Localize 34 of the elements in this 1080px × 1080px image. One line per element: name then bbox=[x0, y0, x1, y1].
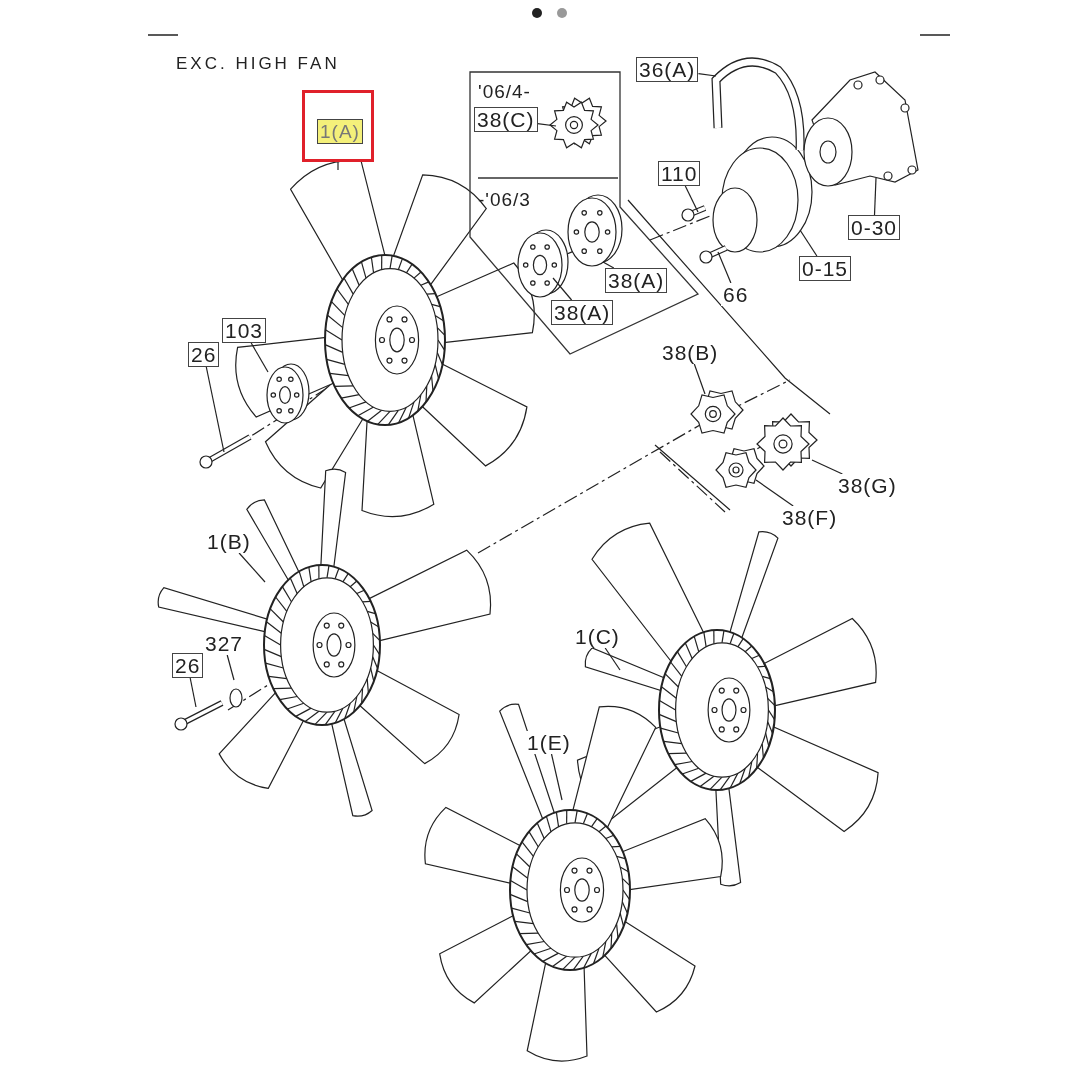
leader-line bbox=[697, 73, 717, 77]
leader-line bbox=[205, 366, 225, 453]
leader-line bbox=[602, 261, 615, 269]
leader-line bbox=[693, 363, 706, 395]
leader-line bbox=[226, 654, 235, 681]
callout-number: 36(A) bbox=[636, 57, 699, 82]
leader-line bbox=[684, 185, 699, 213]
callout-number: 26 bbox=[188, 342, 220, 367]
leader-line bbox=[536, 123, 557, 127]
leader-line bbox=[799, 229, 818, 257]
callout-number: 103 bbox=[222, 318, 267, 343]
callout-number: 1(A) bbox=[317, 119, 363, 144]
callout-number: 110 bbox=[658, 161, 701, 186]
leader-line bbox=[717, 251, 732, 284]
leader-line bbox=[238, 552, 266, 583]
leader-line bbox=[811, 459, 843, 475]
leader-line bbox=[250, 342, 269, 373]
title: EXC. HIGH FAN bbox=[176, 54, 340, 74]
callout-number: 38(A) bbox=[605, 268, 668, 293]
leader-line bbox=[755, 479, 794, 507]
leader-line bbox=[550, 753, 563, 801]
callout-number: 0-30 bbox=[848, 215, 901, 240]
leader-line bbox=[189, 677, 197, 708]
leader-line bbox=[873, 177, 877, 216]
callout-number: 38(C) bbox=[474, 107, 538, 132]
leader-line bbox=[337, 161, 339, 171]
callout-number: 26 bbox=[172, 653, 204, 678]
date-range-label: '06/4- bbox=[477, 80, 532, 103]
highlight-frame bbox=[302, 90, 374, 162]
callout-number: 38(A) bbox=[551, 300, 614, 325]
leader-line bbox=[552, 277, 573, 301]
leader-line bbox=[604, 647, 621, 671]
callout-number: 0-15 bbox=[799, 256, 852, 281]
date-range-label: -'06/3 bbox=[477, 188, 532, 211]
